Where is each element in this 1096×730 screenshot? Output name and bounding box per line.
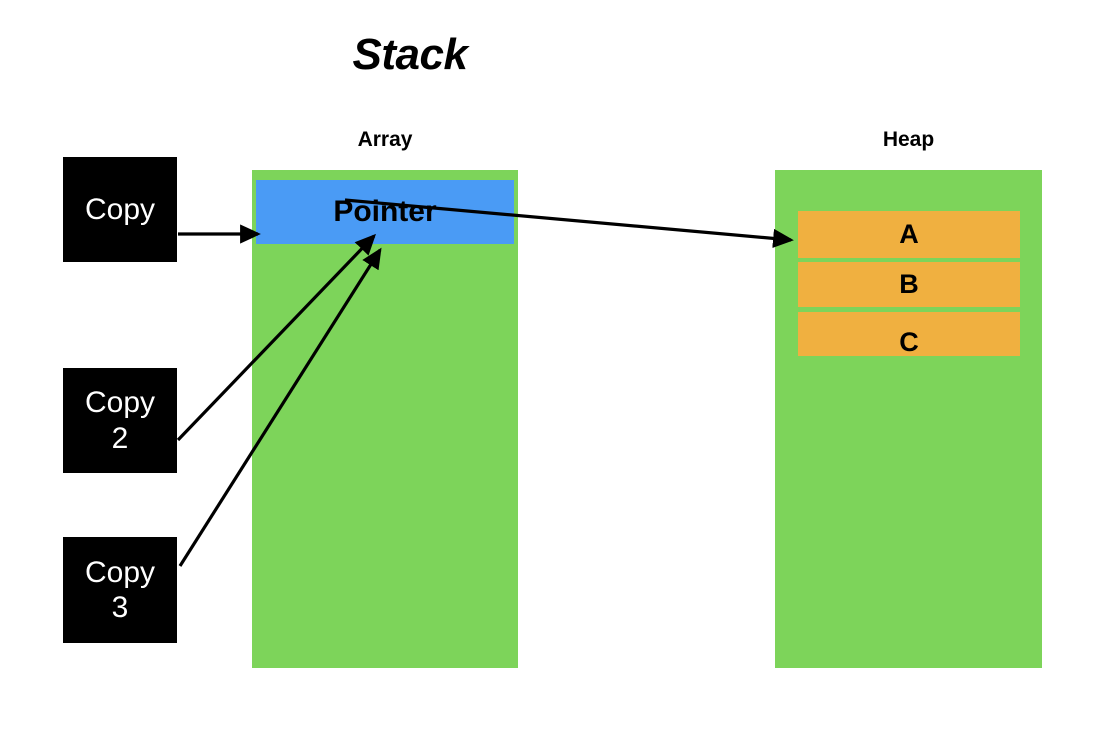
heap-cell-c: C [798,312,1020,356]
heap-caption: Heap [882,128,935,151]
heap-cell-label: C [899,326,919,357]
pointer-label: Pointer [333,195,437,228]
copy-block-label: Copy [84,192,156,226]
array-memory-region [252,170,518,668]
copy-block-3: Copy 3 [63,537,177,643]
diagram-title: Stack [352,30,468,79]
array-caption: Array [357,128,413,151]
heap-cell-label: B [899,269,919,299]
copy-block-label: Copy 3 [84,555,156,624]
heap-cell-a: A [798,211,1020,258]
pointer-slot: Pointer [256,180,514,244]
copy-block-1: Copy [63,157,177,262]
heap-cell-label: A [899,219,919,249]
copy-block-2: Copy 2 [63,368,177,473]
heap-cell-b: B [798,262,1020,307]
copy-block-label: Copy 2 [84,386,156,455]
